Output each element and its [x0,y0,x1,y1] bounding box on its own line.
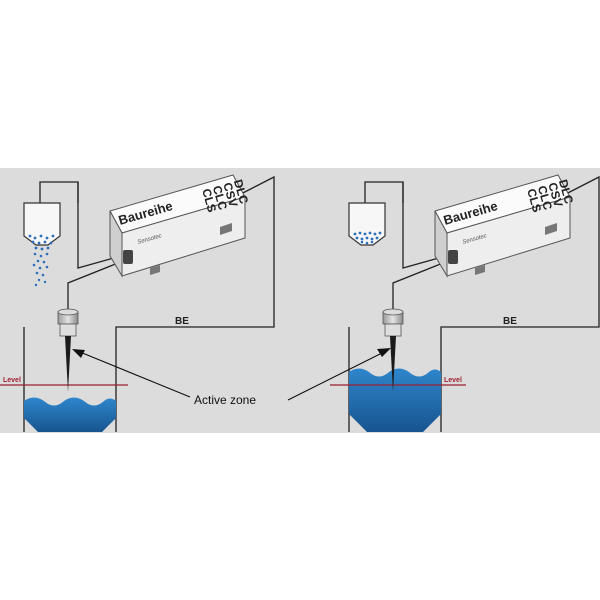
sensor-probe-left [57,308,79,392]
device-model-cls: CLS [524,187,544,214]
cable-gland-right [448,250,458,264]
hopper-right [348,181,404,246]
active-zone-arrow-right [287,351,385,401]
active-zone-arrow-left [79,351,191,398]
granules-falling [28,234,55,287]
sensor-probe-right [382,308,404,392]
active-zone-label: Active zone [194,393,256,407]
device-model-clc: CLC [535,184,555,212]
liquid-high [349,368,441,432]
device-model-clc: CLC [210,184,230,212]
electronics-housing-right: Baureihe CLS CLC CSV DLC Sensotec [434,174,576,278]
active-zone-arrowhead-left [72,349,85,358]
active-zone-callout: Active zone [72,348,391,407]
granules-settled [353,231,382,245]
scenario-right: Baureihe CLS CLC CSV DLC Sensotec Level … [330,174,600,432]
liquid-low [24,397,116,432]
be-label-right: BE [503,316,517,327]
electronics-housing-left: Baureihe CLS CLC CSV DLC Sensotec [109,174,251,278]
device-model-csv: CSV [545,181,565,209]
hopper-left [23,181,79,287]
active-zone-arrowhead-right [377,348,391,357]
device-model-dlc: DLC [231,178,251,206]
device-model-csv: CSV [220,181,240,209]
scenario-left: Baureihe CLS CLC CSV DLC Sensotec Level … [0,174,275,432]
level-label-right: Level [444,377,462,384]
cable-gland-left [123,250,133,264]
device-model-cls: CLS [199,187,219,214]
device-model-dlc: DLC [556,178,576,206]
level-label-left: Level [3,377,21,384]
be-label-left: BE [175,316,189,327]
